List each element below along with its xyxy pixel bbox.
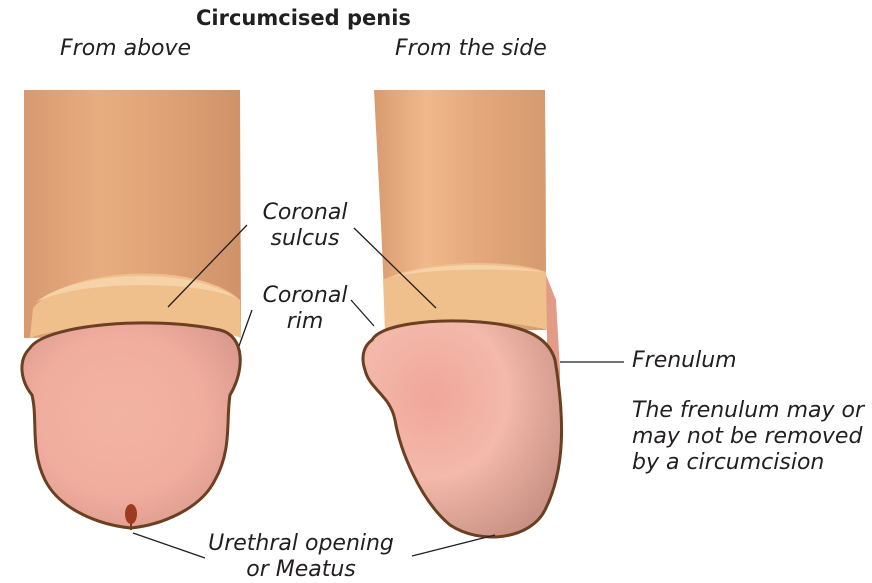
glans-above xyxy=(22,323,240,528)
frenulum-note-line3: by a circumcision xyxy=(632,450,864,476)
label-meatus-line1: Urethral opening xyxy=(196,531,406,557)
frenulum-note: The frenulum may or may not be removed b… xyxy=(632,398,864,476)
label-frenulum: Frenulum xyxy=(632,348,737,374)
label-coronal-rim-line2: rim xyxy=(255,309,355,335)
meatus xyxy=(125,504,137,524)
label-meatus-line2: or Meatus xyxy=(196,557,406,583)
label-coronal-sulcus: Coronal sulcus xyxy=(255,200,355,252)
view-label-side: From the side xyxy=(395,36,547,62)
penis-from-above xyxy=(22,90,241,530)
diagram-title: Circumcised penis xyxy=(196,6,411,30)
frenulum-note-line2: may not be removed xyxy=(632,424,864,450)
glans-side xyxy=(363,321,562,537)
leader-meatus-left xyxy=(133,533,205,558)
leader-meatus-right xyxy=(412,535,495,556)
view-label-above: From above xyxy=(60,36,191,62)
label-coronal-sulcus-line1: Coronal xyxy=(255,200,355,226)
label-meatus: Urethral opening or Meatus xyxy=(196,531,406,583)
label-coronal-rim-line1: Coronal xyxy=(255,283,355,309)
frenulum-note-line1: The frenulum may or xyxy=(632,398,864,424)
label-coronal-sulcus-line2: sulcus xyxy=(255,226,355,252)
penis-from-side xyxy=(363,90,562,537)
label-coronal-rim: Coronal rim xyxy=(255,283,355,335)
